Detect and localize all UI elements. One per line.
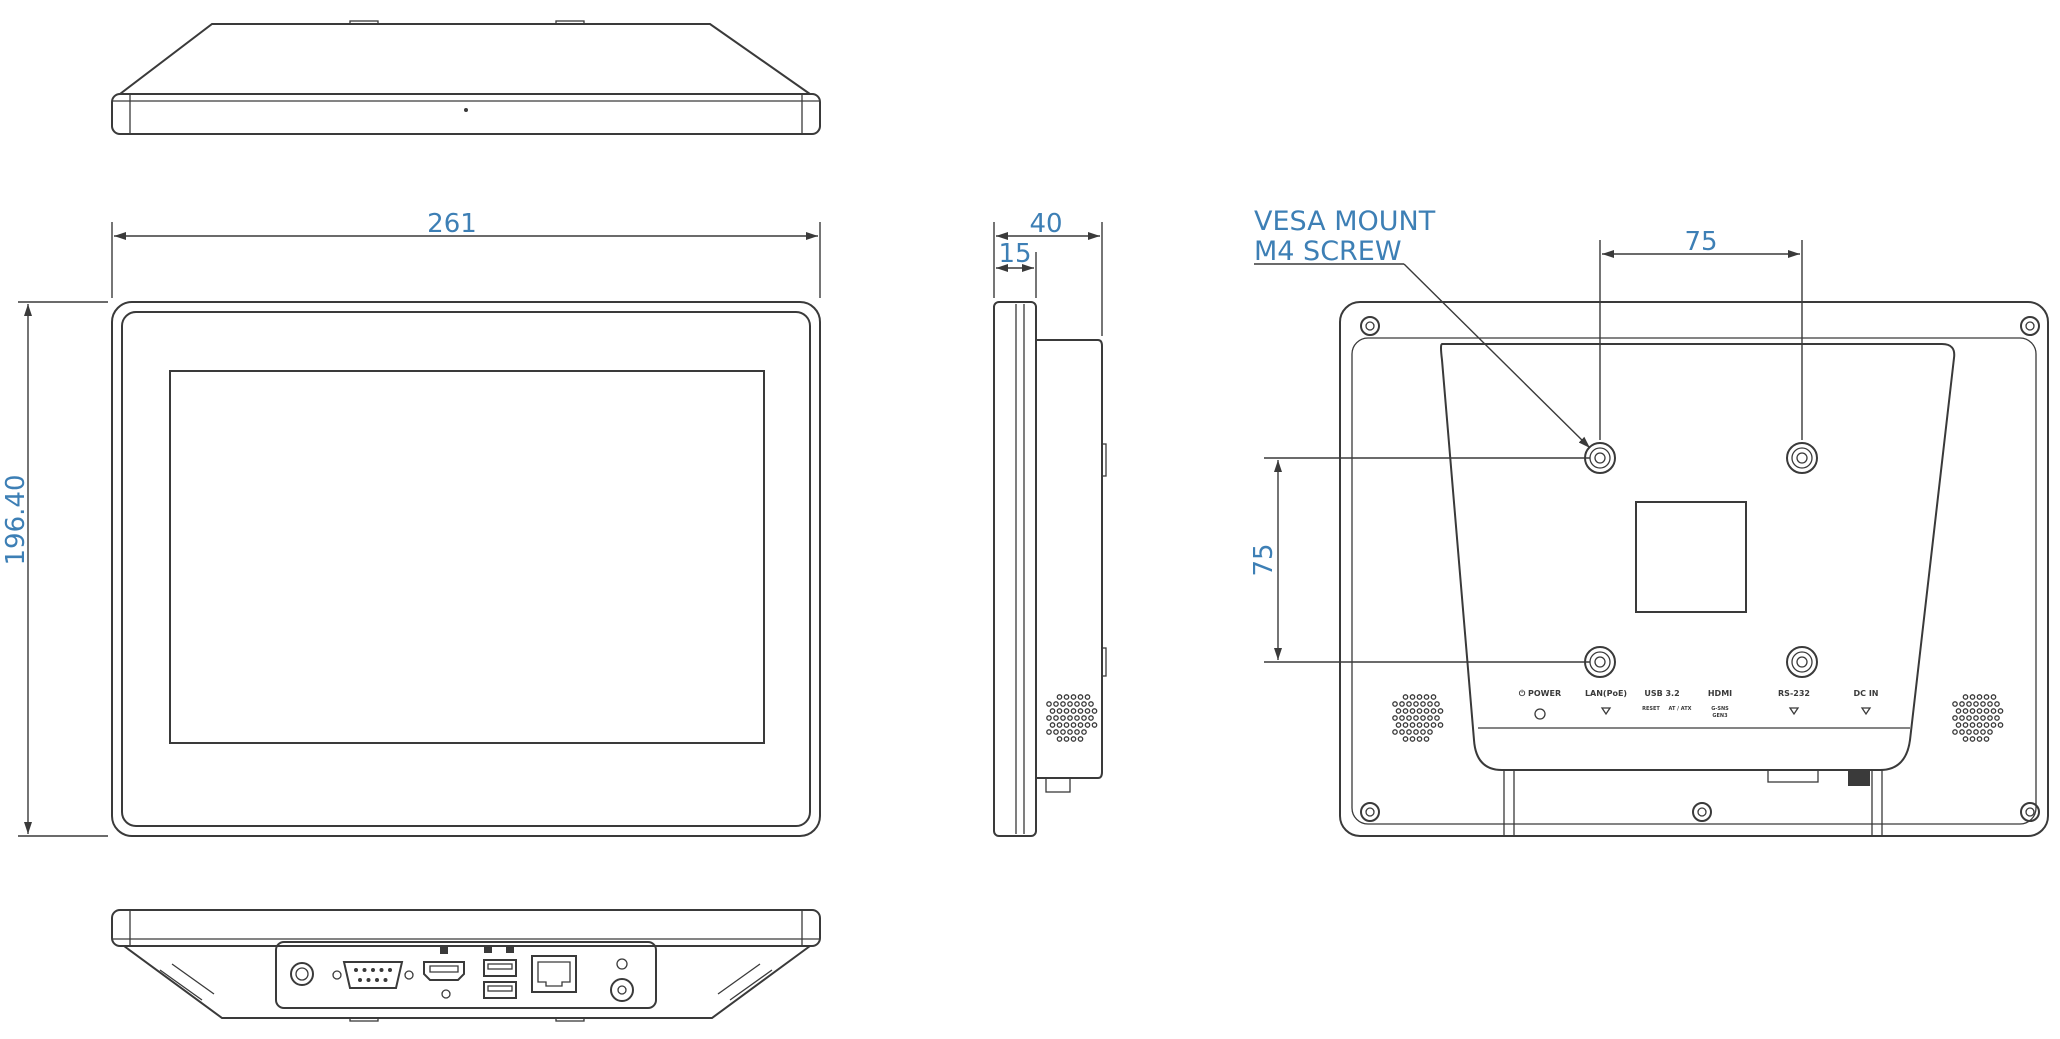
rear-view: ⏻ POWER LAN(PoE) USB 3.2 RESET AT / ATX … (1249, 206, 2049, 837)
side-speaker-grille-icon (1046, 694, 1098, 742)
reset-label: RESET (1642, 706, 1660, 712)
vesa-horizontal-dimension: 75 (1684, 227, 1717, 257)
vesa-vertical-dimension: 75 (1249, 543, 1279, 576)
rs232-port-label: RS-232 (1778, 689, 1810, 698)
vesa-hole-icon (1786, 442, 1818, 474)
bottom-power-button-icon (290, 962, 314, 986)
vesa-callout-line2: M4 SCREW (1254, 236, 1402, 267)
lan-port-label: LAN(PoE) (1585, 689, 1627, 698)
port-arrow-icon (1600, 707, 1612, 716)
bottom-lan-port-icon (531, 955, 577, 993)
gsns-label: G-SNS (1711, 706, 1729, 712)
hdmi-port-label: HDMI (1708, 689, 1732, 698)
gen3-label: GEN3 (1712, 713, 1728, 719)
rear-screw-icon (1360, 316, 1380, 336)
rear-screw-icon (1692, 802, 1712, 822)
port-arrow-icon (1788, 707, 1800, 716)
bottom-serial-port-icon (332, 961, 414, 989)
rear-screw-icon (1360, 802, 1380, 822)
dcin-port-label: DC IN (1854, 689, 1879, 698)
rear-speaker-right-icon (1952, 694, 2004, 742)
bottom-view (111, 909, 821, 1022)
front-view: 261 196.40 (1, 209, 821, 837)
bottom-dc-in-icon (610, 958, 634, 1002)
side-view: 40 15 (993, 209, 1107, 837)
front-height-dimension: 196.40 (1, 475, 31, 566)
top-pinhole-icon (464, 108, 468, 112)
front-width-dimension: 261 (427, 209, 477, 239)
rear-screw-icon (2020, 316, 2040, 336)
bottom-hdmi-port-icon (423, 947, 465, 999)
power-port-label: ⏻ POWER (1519, 689, 1561, 698)
rear-speaker-left-icon (1392, 694, 1444, 742)
bottom-usb-ports-icon (483, 947, 517, 999)
vesa-callout-line1: VESA MOUNT (1254, 206, 1436, 237)
side-bezel-dimension: 15 (998, 239, 1031, 269)
rear-screw-icon (2020, 802, 2040, 822)
top-view (111, 20, 821, 135)
vesa-hole-icon (1786, 646, 1818, 678)
usb-port-label: USB 3.2 (1644, 689, 1679, 698)
port-arrow-icon (1860, 707, 1872, 716)
atx-label: AT / ATX (1669, 706, 1692, 712)
side-depth-dimension: 40 (1029, 209, 1062, 239)
